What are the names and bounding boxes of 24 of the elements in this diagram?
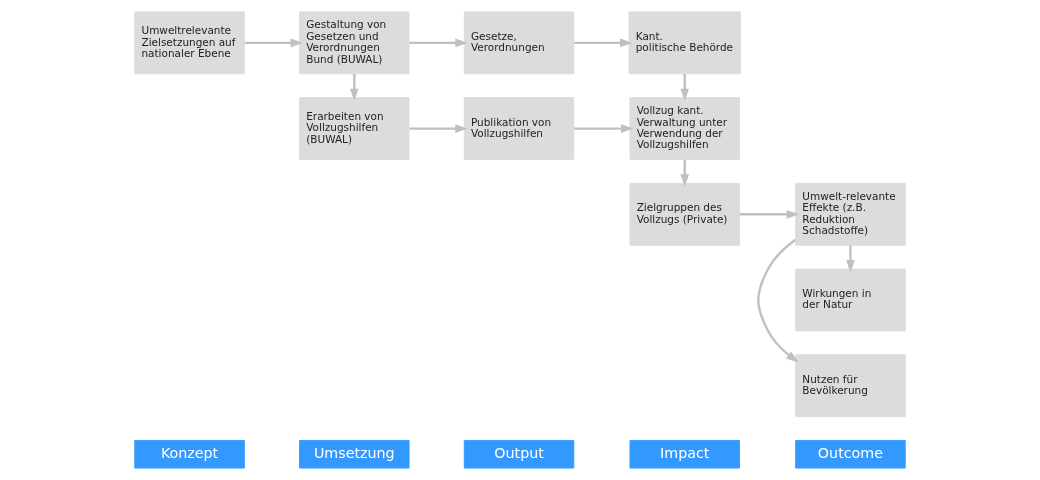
node-box: Erarbeiten von Vollzugshilfen (BUWAL): [299, 97, 410, 160]
node-box: Nutzen für Bevölkerung: [795, 354, 906, 418]
node-box: Zielgruppen des Vollzugs (Private): [629, 182, 740, 246]
node-box: Konzept: [134, 439, 245, 469]
node-box: Publikation von Vollzugshilfen: [463, 97, 575, 160]
node-box: Wirkungen in der Natur: [795, 268, 906, 332]
arrow: [574, 38, 633, 48]
arrow: [574, 124, 634, 133]
node-box: Impact: [629, 439, 740, 469]
node-box: Umweltrelevante Zielsetzungen auf nationaler Ebene: [134, 11, 245, 75]
node-box: Vollzug kant. Verwaltung unter Verwendung der Vollzugshilfen: [629, 97, 740, 160]
arrow: [757, 238, 799, 363]
node-box: Output: [463, 439, 575, 469]
node-box: Umsetzung: [299, 439, 410, 469]
arrow: [244, 38, 303, 48]
arrow: [846, 245, 855, 273]
node-box: Gestaltung von Gesetzen und Verordnungen Bund (BUWAL): [299, 11, 410, 75]
arrow: [739, 209, 800, 219]
node-box: Outcome: [795, 439, 906, 469]
node-box: Gesetze, Verordnungen: [463, 11, 575, 75]
arrow: [409, 124, 468, 133]
node-box: Umwelt-relevante Effekte (z.B. Reduktion Schadstoffe): [795, 182, 906, 246]
node-box: Kant. politische Behörde: [628, 11, 741, 75]
arrow: [409, 38, 468, 48]
